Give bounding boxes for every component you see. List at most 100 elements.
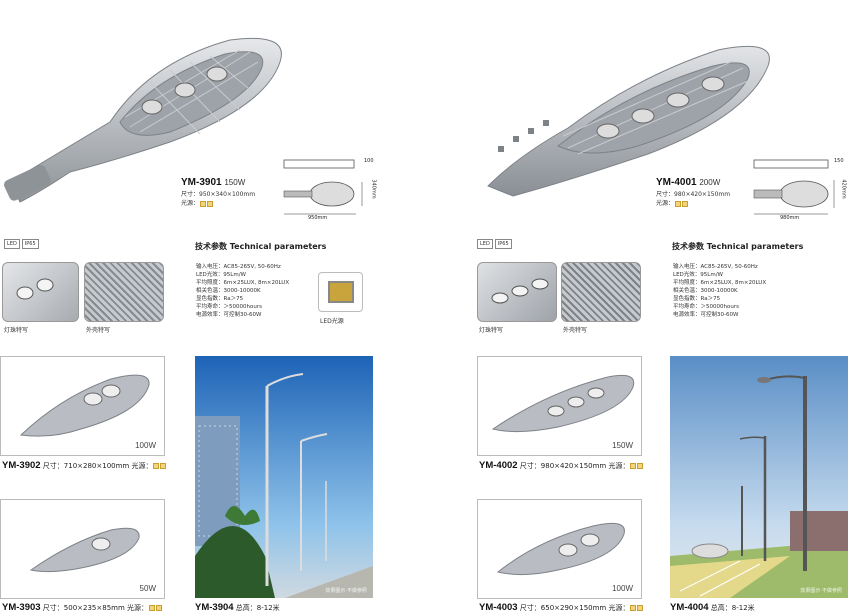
product-size: 尺寸：650×290×150mm [519,604,607,612]
hero-model-ym3901: YM-3901 150W [181,177,245,188]
hero-watt: 150W [224,178,246,187]
hero-lamp-image-ym3901 [4,37,282,203]
product-spec-ym3904: YM-3904 总高：8-12米 [195,602,280,613]
tech-line: 电源效率：可控制30-60W [196,312,262,318]
led-chip-image [318,272,363,312]
tech-line: 相关色温：3000-10000K [196,288,261,294]
led-closeup-caption: 灯珠特写 [479,327,504,334]
hero-model-ym4001: YM-4001 200W [656,177,720,188]
product-size: 尺寸：710×280×100mm [42,462,130,470]
product-spec-ym3903: YM-3903 尺寸：500×235×85mm 光源： [2,602,163,613]
dim-height-label: 420mm [840,179,847,199]
right-page: YM-4001 200W 尺寸：980×420×150mm 光源： 980mm … [426,0,853,613]
tech-line: 输入电压：AC85-265V, 50-60Hz [673,264,758,270]
pole-height: 总高：8-12米 [710,604,755,612]
product-model: YM-4004 [670,602,709,613]
street-scene-drawing [195,373,373,598]
cert-icons: LED IP65 [477,239,512,249]
led-icon: LED [477,239,493,249]
product-light-label: 光源： [127,604,149,612]
led-chip-icon [637,605,644,611]
product-spec-ym4004: YM-4004 总高：8-12米 [670,602,755,613]
product-watt: 150W [612,441,633,450]
street-photo-ym4004: 效果图示 不做参照 [670,356,848,598]
housing-closeup-image [561,262,641,322]
led-chip-caption: LED光源 [320,318,344,325]
product-spec-ym4003: YM-4003 尺寸：650×290×150mm 光源： [479,602,644,613]
lamp-image-ym4003 [496,522,625,576]
hero-light-label: 光源： [656,200,675,207]
hero-model-label: YM-3901 [181,177,222,188]
photo-watermark: 效果图示 不做参照 [325,588,367,594]
led-chip-icon [156,605,163,611]
tech-line: 平均寿命：＞50000hours [196,304,262,310]
product-light-label: 光源： [608,462,630,470]
photo-watermark: 效果图示 不做参照 [800,588,842,594]
tech-line: 平均照度：6m×25LUX, 8m×20LUX [196,280,290,286]
lamp-image-ym3903 [29,527,140,573]
led-chip-icon [630,605,637,611]
ip-rating-badge: IP65 [21,239,39,249]
dimension-drawing-ym4001 [753,159,835,215]
led-closeup-image [477,262,557,322]
led-closeup-image [2,262,79,322]
pole-height: 总高：8-12米 [235,604,280,612]
product-spec-ym4002: YM-4002 尺寸：980×420×150mm 光源： [479,460,644,471]
led-chip-icon [200,200,207,207]
led-chip-icon [153,463,160,469]
tech-params-list: 输入电压：AC85-265V, 50-60Hz LED光效：95Lm/W 平均照… [196,263,289,319]
ip-rating-badge: IP65 [494,239,512,249]
tech-line: 相关色温：3000-10000K [673,288,738,294]
hero-light-label: 光源： [181,200,200,207]
product-model: YM-3904 [195,602,234,613]
tech-line: LED光效：95Lm/W [673,272,723,278]
product-card-ym4002: 150W [477,356,642,456]
product-spec-ym3902: YM-3902 尺寸：710×280×100mm 光源： [2,460,167,471]
lamp-image-ym3902 [19,374,150,437]
hero-size: 尺寸：950×340×100mm [181,191,256,198]
tech-line: 显色指数：Ra＞75 [196,296,244,302]
led-chip-icon [637,463,644,469]
dimension-drawing-ym3901 [283,159,363,215]
product-light-label: 光源： [131,462,153,470]
led-closeup-drawing [16,278,54,300]
housing-closeup-image [84,262,164,322]
hero-watt: 200W [699,178,721,187]
tech-params-title: 技术参数 Technical parameters [672,242,804,251]
tech-params-list: 输入电压：AC85-265V, 50-60Hz LED光效：95Lm/W 平均照… [673,263,766,319]
product-model: YM-3903 [2,602,41,613]
led-chip-icon [160,463,167,469]
product-model: YM-4003 [479,602,518,613]
tech-line: 输入电压：AC85-265V, 50-60Hz [196,264,281,270]
hero-size: 尺寸：980×420×150mm [656,191,731,198]
led-chip-icon [682,200,689,207]
tech-line: 平均照度：6m×25LUX, 8m×20LUX [673,280,767,286]
led-closeup-caption: 灯珠特写 [4,327,29,334]
product-model: YM-4002 [479,460,518,471]
tech-line: 平均寿命：＞50000hours [673,304,739,310]
led-closeup-drawing [491,278,549,304]
product-size: 尺寸：980×420×150mm [519,462,607,470]
street-photo-ym3904: 效果图示 不做参照 [195,356,373,598]
dim-side-label: 100 [364,158,374,164]
led-chip-icon [675,200,682,207]
product-watt: 50W [139,584,156,593]
housing-closeup-caption: 外壳特写 [563,327,588,334]
led-chip-icon [149,605,156,611]
hero-spec-ym4001: 尺寸：980×420×150mm 光源： [656,190,730,208]
tech-line: LED光效：95Lm/W [196,272,246,278]
product-card-ym3903: 50W [0,499,165,599]
tech-line: 显色指数：Ra＞75 [673,296,721,302]
led-icon: LED [4,239,20,249]
hero-lamp-image-ym4001 [487,45,770,197]
dim-width-label: 950mm [308,215,328,221]
led-chip-icon [207,200,214,207]
product-watt: 100W [135,441,156,450]
product-card-ym4003: 100W [477,499,642,599]
lamp-image-ym4002 [491,374,635,433]
dim-height-label: 340mm [370,179,377,199]
tech-line: 电源效率：可控制30-60W [673,312,739,318]
hero-model-label: YM-4001 [656,177,697,188]
cert-icons: LED IP65 [4,239,39,249]
left-page: YM-3901 150W 尺寸：950×340×100mm 光源： 950mm … [0,0,426,613]
